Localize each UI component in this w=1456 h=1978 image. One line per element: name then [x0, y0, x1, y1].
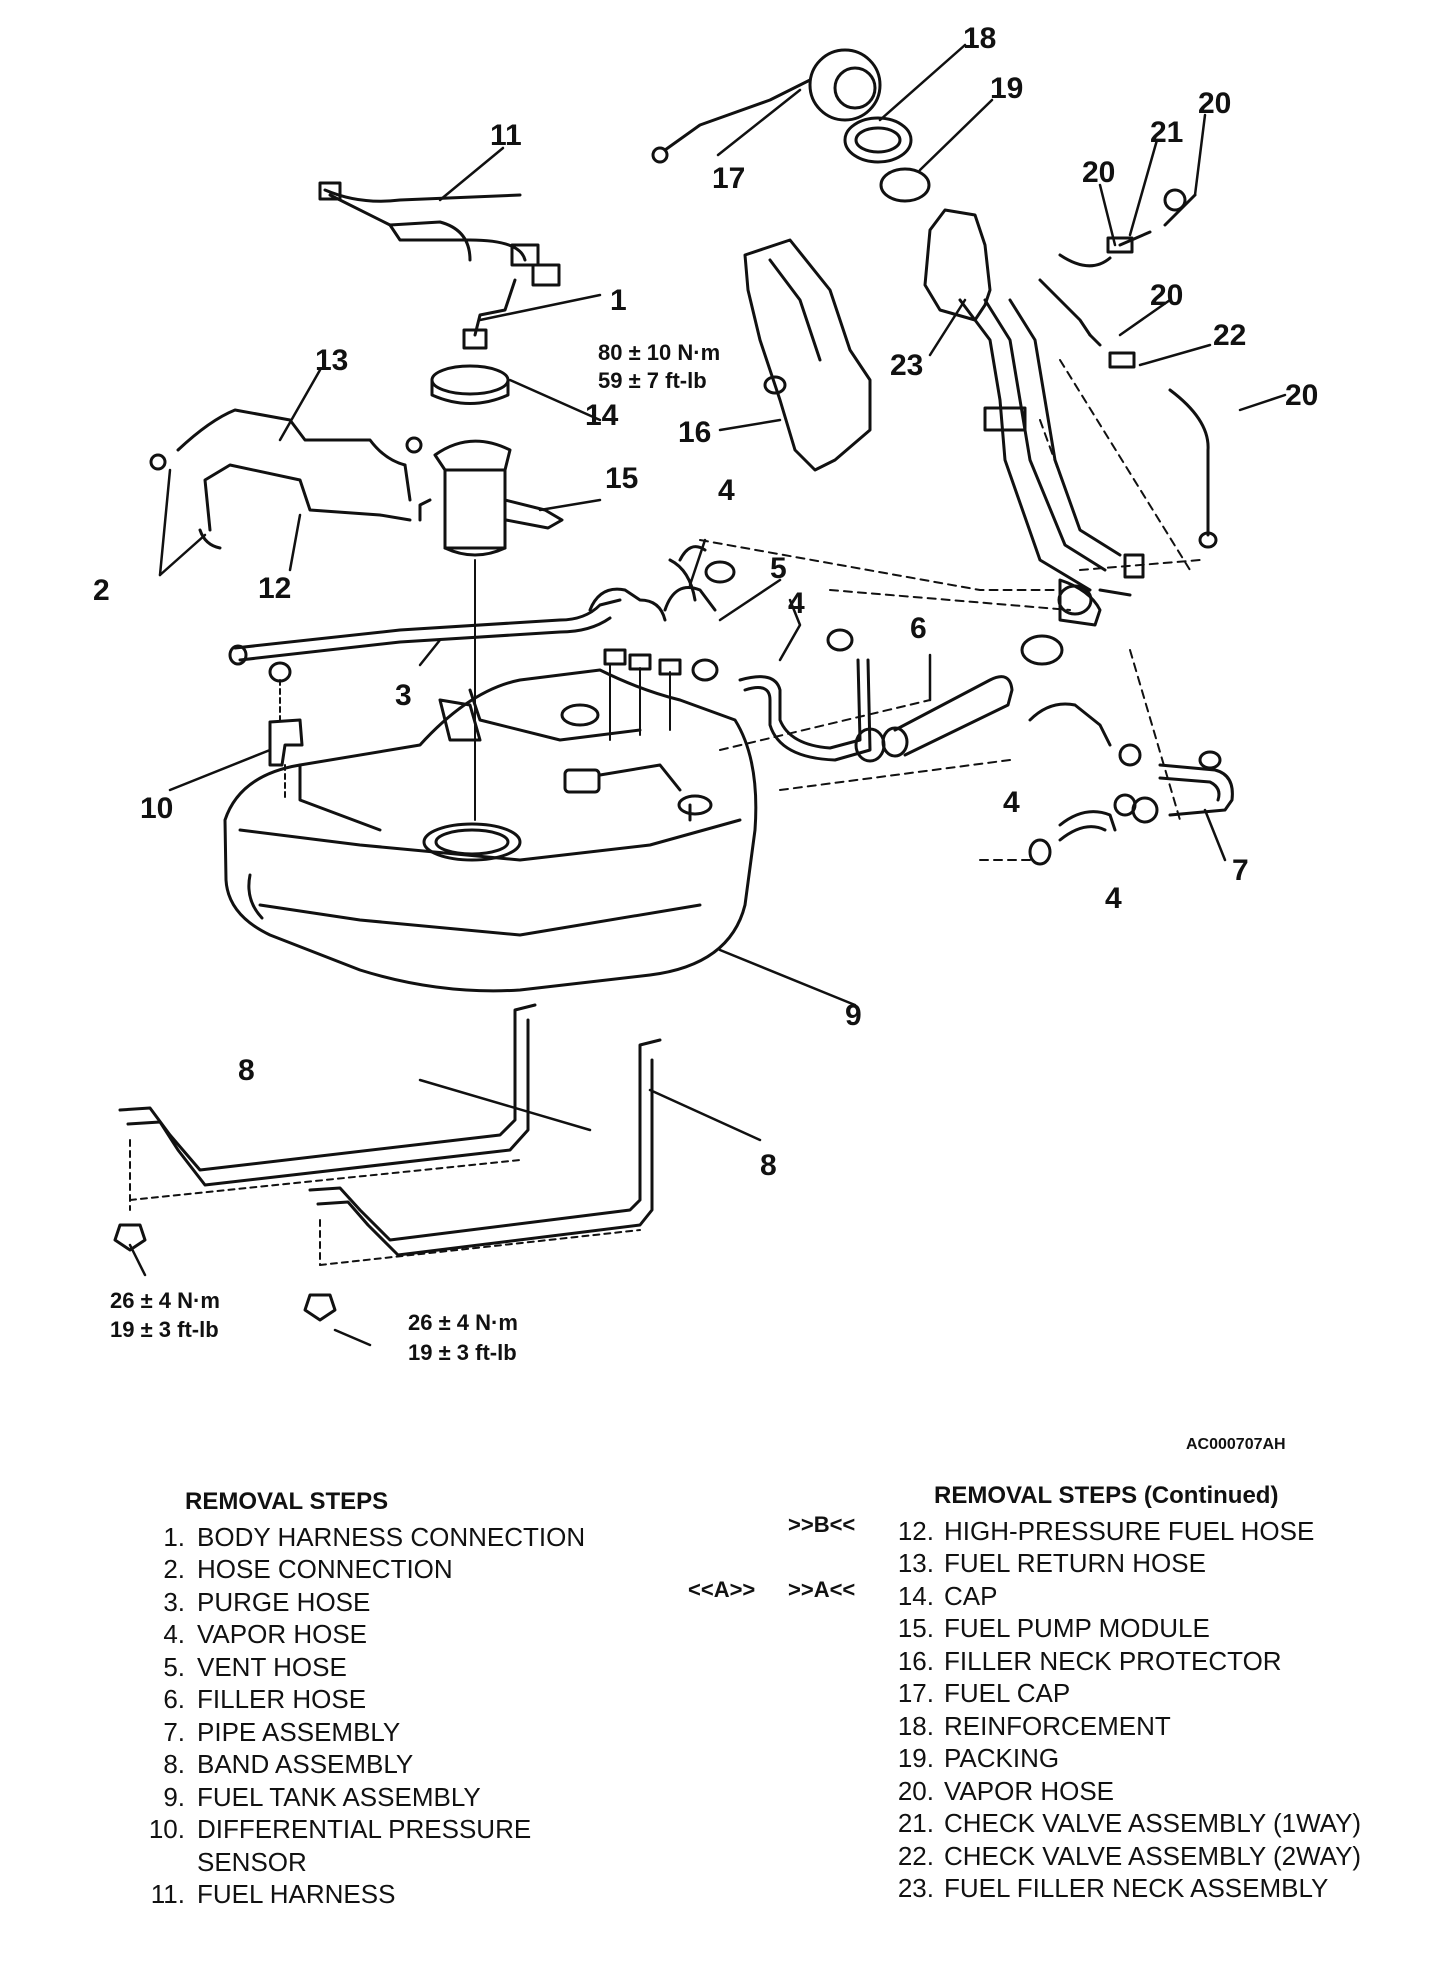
- assembly-guide-lines: [699, 359, 1201, 861]
- cap-ring: [430, 364, 510, 405]
- callout-2: 2: [93, 574, 110, 607]
- torque-band-left-nm: 26 ± 4 N·m: [110, 1288, 220, 1313]
- callout-labels: 1 2 3 4 4 4 4 5 6 7 8 8 9 10 11 12 13 14…: [93, 22, 1318, 1182]
- callout-1: 1: [610, 284, 627, 317]
- removal-steps-continued-title: REMOVAL STEPS (Continued): [934, 1482, 1279, 1509]
- callout-20c: 20: [1150, 279, 1183, 312]
- vapor-hose-curved: [691, 628, 872, 762]
- list-item: 13.FUEL RETURN HOSE: [897, 1548, 1206, 1578]
- callout-22: 22: [1213, 319, 1246, 352]
- list-item: 14.CAP: [897, 1580, 998, 1611]
- list-item: 20.VAPOR HOSE: [897, 1775, 1115, 1806]
- torque-specs: 80 ± 10 N·m 59 ± 7 ft-lb 26 ± 4 N·m 19 ±…: [110, 340, 720, 1365]
- list-item: 15.FUEL PUMP MODULE: [897, 1613, 1210, 1643]
- filler-neck-assembly: [923, 208, 1145, 627]
- callout-13: 13: [315, 344, 348, 377]
- fuel-tank-exploded-diagram: 1 2 3 4 4 4 4 5 6 7 8 8 9 10 11 12 13 14…: [93, 22, 1318, 1365]
- list-item: 23.FUEL FILLER NECK ASSEMBLY: [897, 1873, 1329, 1903]
- torque-band-right-ftlb: 19 ± 3 ft-lb: [408, 1340, 517, 1365]
- callout-4d: 4: [1105, 882, 1122, 915]
- removal-steps-list: REMOVAL STEPS 1.BODY HARNESS CONNECTION …: [140, 1486, 660, 1911]
- list-item: 11.FUEL HARNESS: [150, 1879, 396, 1909]
- figure-reference-code: AC000707AH: [1186, 1436, 1286, 1453]
- callout-20b: 20: [1198, 87, 1231, 120]
- callout-11: 11: [490, 119, 522, 152]
- vent-hose-cluster: [588, 545, 736, 741]
- callout-3: 3: [395, 679, 412, 712]
- callout-17: 17: [712, 162, 745, 195]
- filler-neck-protector: [743, 238, 872, 472]
- list-item: 8.BAND ASSEMBLY: [163, 1749, 414, 1779]
- list-item: 6.FILLER HOSE: [163, 1684, 367, 1714]
- callout-10: 10: [140, 792, 173, 825]
- callout-8b: 8: [760, 1149, 777, 1182]
- list-item: 5.VENT HOSE: [163, 1651, 347, 1682]
- list-item: 10.DIFFERENTIAL PRESSURE: [148, 1814, 532, 1844]
- callout-19: 19: [990, 72, 1023, 105]
- fuel-tank-body: [223, 668, 758, 993]
- callout-12: 12: [258, 572, 291, 605]
- callout-18: 18: [963, 22, 996, 55]
- vapor-hoses-check-valves: [1038, 188, 1218, 549]
- callout-5: 5: [770, 552, 787, 585]
- torque-cap-ftlb: 59 ± 7 ft-lb: [598, 368, 707, 393]
- purge-hose: [228, 598, 622, 666]
- list-item: 19.PACKING: [897, 1743, 1060, 1773]
- leader-lines: [128, 43, 1287, 1347]
- callout-20a: 20: [1082, 156, 1115, 189]
- list-item: 9.FUEL TANK ASSEMBLY: [163, 1781, 481, 1812]
- packing-ring: [879, 167, 931, 203]
- list-item: SENSOR: [197, 1846, 307, 1877]
- callout-8a: 8: [238, 1054, 255, 1087]
- reinforcement-ring: [843, 116, 913, 164]
- step-12-marker: >>B<<: [788, 1512, 856, 1537]
- list-item: 22.CHECK VALVE ASSEMBLY (2WAY): [897, 1840, 1362, 1871]
- callout-16: 16: [678, 416, 711, 449]
- removal-steps-title: REMOVAL STEPS: [185, 1488, 389, 1515]
- callout-20d: 20: [1285, 379, 1318, 412]
- callout-14: 14: [585, 399, 619, 432]
- step-14-marker-right: >>A<<: [788, 1577, 856, 1602]
- callout-23: 23: [890, 349, 923, 382]
- list-item: 17.FUEL CAP: [897, 1678, 1071, 1708]
- fuel-pump-module: [418, 439, 564, 821]
- callout-4a: 4: [718, 474, 735, 507]
- list-item: 16.FILLER NECK PROTECTOR: [897, 1645, 1282, 1676]
- callout-9: 9: [845, 999, 862, 1032]
- callout-6: 6: [910, 612, 927, 645]
- band-assemblies: [113, 1003, 662, 1322]
- list-item: 18.REINFORCEMENT: [897, 1710, 1171, 1741]
- list-item: 2.HOSE CONNECTION: [163, 1554, 453, 1584]
- step-14-marker-left: <<A>>: [688, 1577, 756, 1602]
- fuel-cap: [651, 48, 882, 164]
- torque-band-left-ftlb: 19 ± 3 ft-lb: [110, 1317, 219, 1342]
- torque-cap-nm: 80 ± 10 N·m: [598, 340, 720, 365]
- list-item: 12.HIGH-PRESSURE FUEL HOSE: [897, 1515, 1315, 1546]
- callout-4c: 4: [1003, 786, 1020, 819]
- callout-15: 15: [605, 462, 638, 495]
- list-item: 21.CHECK VALVE ASSEMBLY (1WAY): [897, 1808, 1362, 1838]
- callout-21: 21: [1150, 116, 1183, 149]
- removal-steps-continued-list: REMOVAL STEPS (Continued) 12.HIGH-PRESSU…: [886, 1480, 1426, 1905]
- fuel-harness: [318, 181, 561, 350]
- list-item: 7.PIPE ASSEMBLY: [163, 1716, 401, 1747]
- pipe-assembly: [1028, 702, 1234, 866]
- list-item: 4.VAPOR HOSE: [163, 1619, 368, 1649]
- differential-pressure-sensor: [268, 661, 304, 801]
- list-item: 1.BODY HARNESS CONNECTION: [163, 1521, 586, 1552]
- callout-4b: 4: [788, 587, 805, 620]
- filler-hose: [854, 634, 1064, 763]
- callout-7: 7: [1232, 854, 1249, 887]
- torque-band-right-nm: 26 ± 4 N·m: [408, 1310, 518, 1335]
- list-item: 3.PURGE HOSE: [163, 1586, 371, 1617]
